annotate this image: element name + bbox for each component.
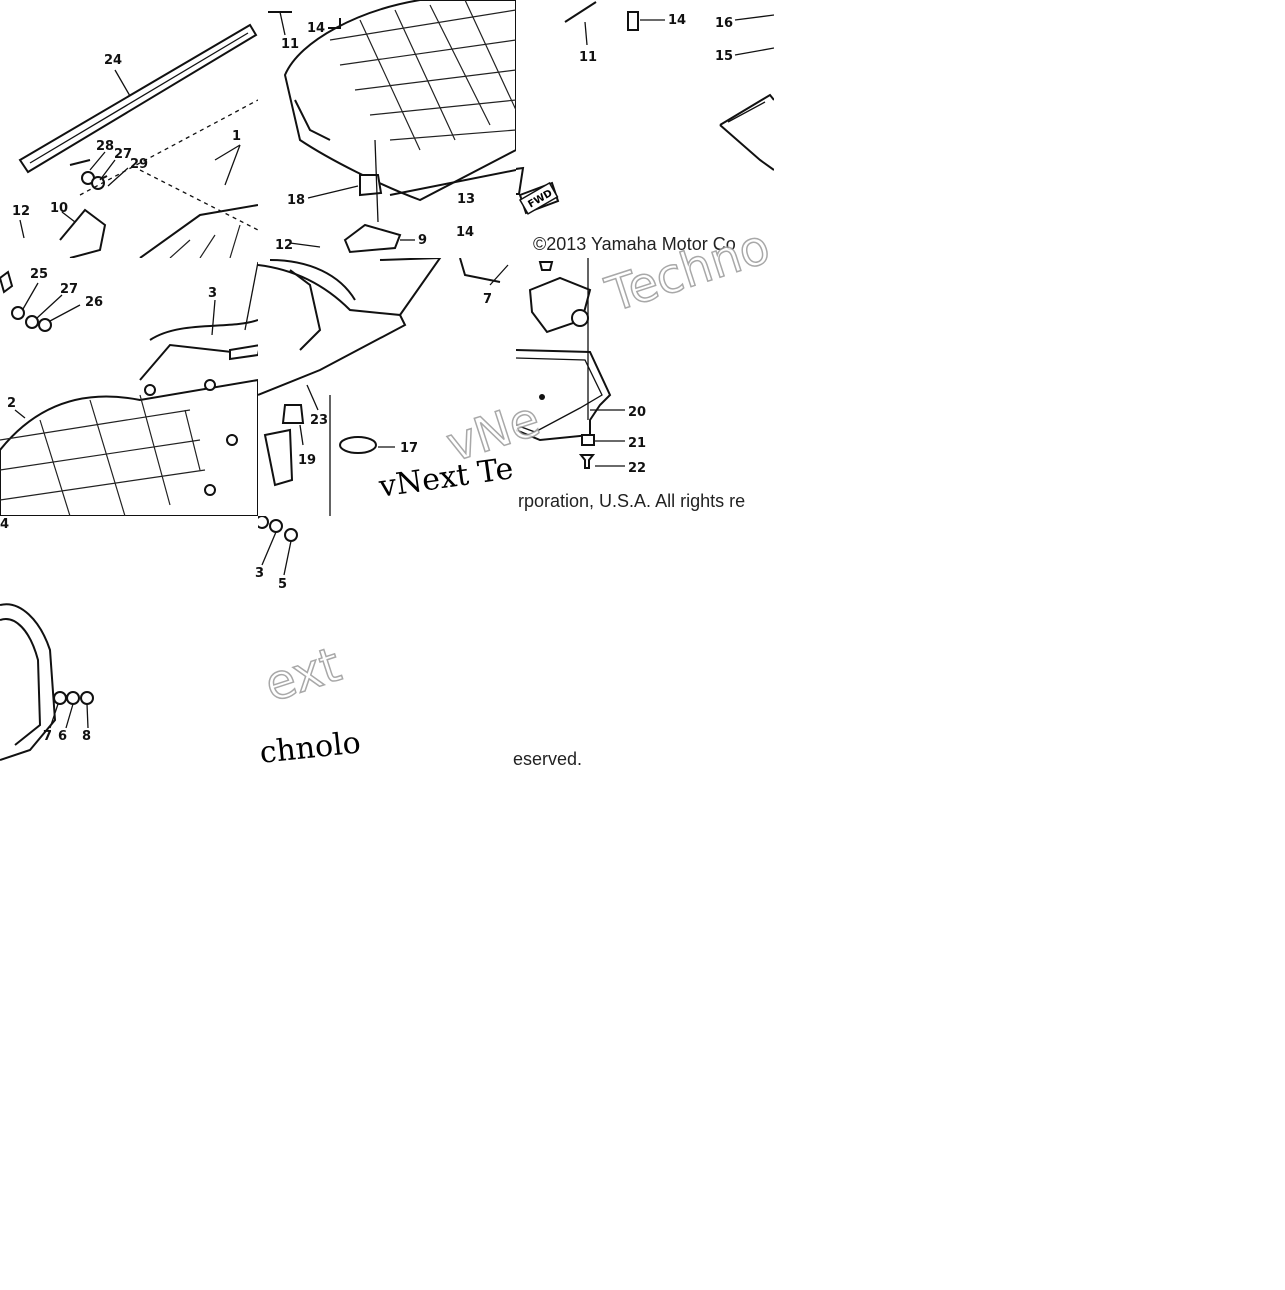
- tile-middle-right: [516, 258, 625, 469]
- callout-29: 29: [130, 157, 148, 172]
- callout-11: 11: [281, 37, 299, 52]
- tile-middle-left: [0, 261, 258, 516]
- callout-11b: 11: [579, 50, 597, 65]
- callout-4: 4: [0, 517, 9, 532]
- tile-top-middle: [268, 0, 516, 254]
- callout-14: 14: [307, 21, 325, 36]
- callout-10: 10: [50, 201, 68, 216]
- callout-7: 7: [483, 292, 492, 307]
- tile-bottom-middle: [258, 516, 298, 576]
- callout-13: 13: [457, 192, 475, 207]
- callout-8: 8: [82, 729, 91, 744]
- callout-18: 18: [287, 193, 305, 208]
- callout-20: 20: [628, 405, 646, 420]
- callout-16: 16: [715, 16, 733, 31]
- copyright-line-2: rporation, U.S.A. All rights re: [518, 491, 746, 511]
- callout-5: 5: [278, 577, 287, 592]
- callout-24: 24: [104, 53, 122, 68]
- callout-23: 23: [310, 413, 328, 428]
- callout-6: 6: [58, 729, 67, 744]
- tile-top-right: [516, 1, 774, 215]
- callout-14b: 14: [456, 225, 474, 240]
- callout-26: 26: [85, 295, 103, 310]
- tile-center: [258, 258, 509, 516]
- callout-15: 15: [715, 49, 733, 64]
- callout-17: 17: [400, 441, 418, 456]
- callout-labels: 24 28 27 29 1 12 10 11 14 18 12 9 13 14 …: [0, 13, 733, 744]
- fwd-badge: FWD: [518, 181, 559, 215]
- callout-14c: 14: [668, 13, 686, 28]
- callout-27: 27: [114, 147, 132, 162]
- tile-bottom-left: [0, 603, 94, 761]
- callout-21: 21: [628, 436, 646, 451]
- callout-9: 9: [418, 233, 427, 248]
- tile-top-left: [18, 23, 258, 258]
- callout-28: 28: [96, 139, 114, 154]
- callout-22: 22: [628, 461, 646, 476]
- copyright-line-3: eserved.: [513, 749, 583, 769]
- callout-3: 3: [208, 286, 217, 301]
- callout-12: 12: [12, 204, 30, 219]
- callout-25: 25: [30, 267, 48, 282]
- callout-27b: 27: [60, 282, 78, 297]
- callout-2: 2: [7, 396, 16, 411]
- callout-3b: 3: [255, 566, 264, 581]
- callout-1: 1: [232, 129, 241, 144]
- callout-19: 19: [298, 453, 316, 468]
- copyright-line-1: ©2013 Yamaha Motor Co: [533, 234, 736, 254]
- callout-12b: 12: [275, 238, 293, 253]
- callout-7c: 7: [43, 729, 52, 744]
